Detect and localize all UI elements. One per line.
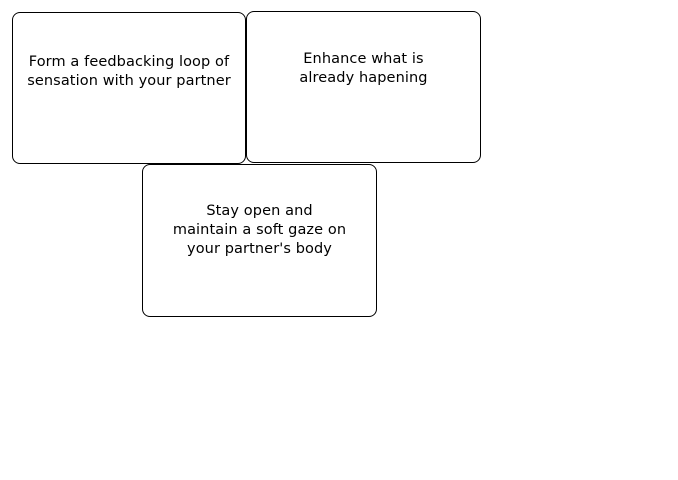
card-text: Form a feedbacking loop of sensation wit… [27, 54, 231, 89]
card-enhance: Enhance what is already hapening [246, 11, 481, 163]
card-feedback-loop: Form a feedbacking loop of sensation wit… [12, 12, 246, 164]
card-soft-gaze: Stay open and maintain a soft gaze on yo… [142, 164, 377, 317]
card-text: Enhance what is already hapening [299, 51, 428, 86]
card-text: Stay open and maintain a soft gaze on yo… [172, 203, 347, 257]
